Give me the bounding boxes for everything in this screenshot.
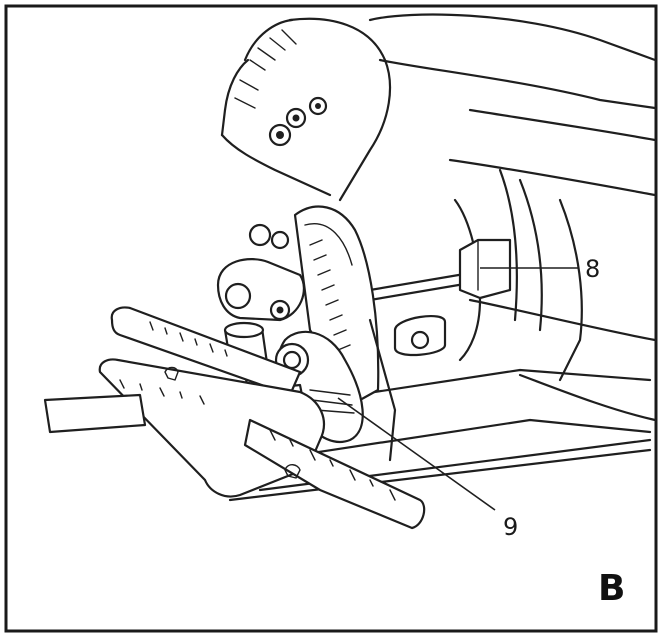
callout-8-label: 8: [585, 255, 600, 283]
callout-9-label: 9: [503, 513, 518, 541]
saw-illustration: [43, 13, 657, 530]
panel-letter: B: [598, 568, 625, 609]
figure-border: [4, 4, 658, 633]
callout-9-leader: [337, 397, 496, 511]
